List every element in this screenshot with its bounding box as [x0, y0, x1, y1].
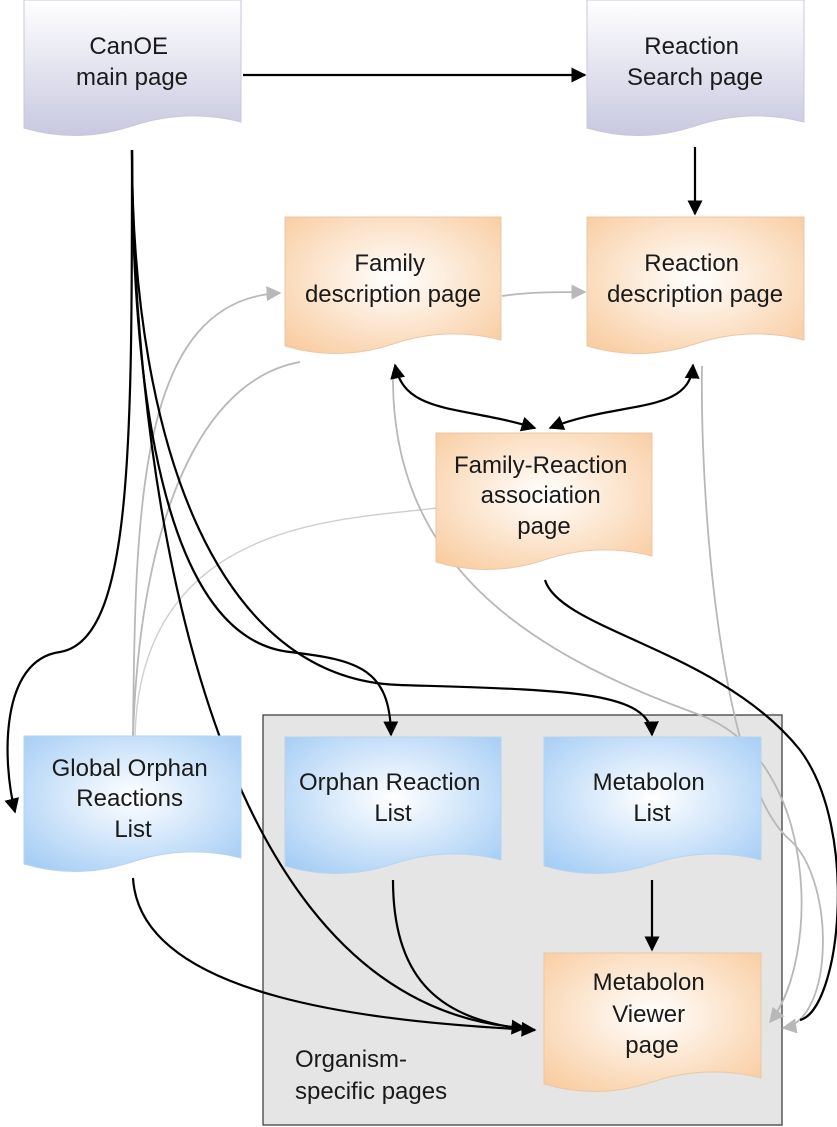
edges — [4, 67, 837, 1037]
node-reaction-search-page-label: Reaction Search page — [627, 33, 763, 91]
node-orphan-reaction-list-label: Orphan Reaction List — [299, 769, 487, 827]
node-family-description-page-label: Family description page — [305, 250, 481, 308]
organism-specific-group-label: Organism- specific pages — [295, 1046, 447, 1105]
edge-metabolon-viewer-to-family-description — [392, 371, 803, 1024]
edge-family-description-to-reaction-description — [501, 284, 587, 300]
edge-global-orphan-to-metabolon-viewer — [131, 877, 537, 1037]
edge-metabolon-viewer-to-reaction-description — [700, 365, 824, 1034]
edge-family-reaction-to-metabolon-viewer — [543, 579, 837, 1022]
node-metabolon-viewer-page-label: Metabolon Viewer page — [593, 969, 712, 1059]
edge-global-orphan-to-family-reaction — [134, 507, 438, 738]
node-metabolon-viewer-page: Metabolon Viewer page — [543, 952, 762, 1093]
edge-main-to-metabolon-list — [130, 149, 659, 737]
node-orphan-reaction-list: Orphan Reaction List — [284, 736, 502, 875]
edge-global-orphan-to-reaction-description — [132, 361, 301, 738]
edge-global-orphan-to-family-description — [132, 286, 282, 738]
node-canoe-main-page: CanOE main page — [23, 0, 242, 137]
node-metabolon-list-label: Metabolon List — [593, 769, 712, 827]
edge-main-to-metabolon-viewer — [130, 149, 527, 1035]
edge-family-description-to-family-reaction — [390, 363, 537, 432]
edge-orphan-reaction-list-to-metabolon-viewer — [391, 879, 536, 1032]
node-reaction-search-page: Reaction Search page — [586, 0, 805, 137]
node-reaction-description-page: Reaction description page — [586, 216, 805, 355]
edge-reaction-description-to-family-reaction — [548, 363, 700, 430]
node-family-description-page: Family description page — [284, 216, 502, 355]
node-family-reaction-association-page-label: Family-Reaction association page — [454, 452, 634, 540]
node-metabolon-list: Metabolon List — [543, 736, 762, 875]
edge-main-to-global-orphan — [4, 149, 134, 814]
node-family-reaction-association-page: Family-Reaction association page — [435, 432, 653, 571]
node-canoe-main-page-label: CanOE main page — [76, 33, 188, 91]
node-global-orphan-reactions-list-label: Global Orphan Reactions List — [52, 755, 215, 843]
node-reaction-description-page-label: Reaction description page — [607, 250, 783, 308]
node-global-orphan-reactions-list: Global Orphan Reactions List — [23, 735, 242, 873]
